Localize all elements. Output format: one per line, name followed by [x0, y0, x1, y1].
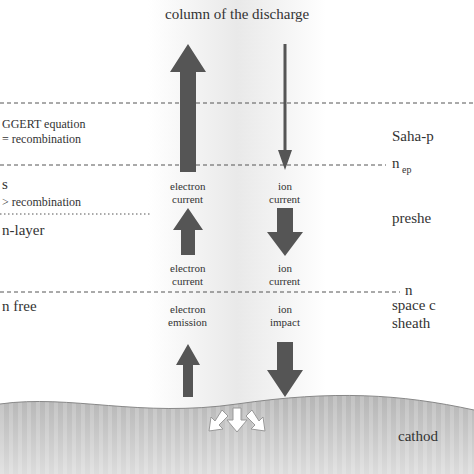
arrow-label: emission — [168, 316, 207, 328]
density-symbol: n — [392, 155, 400, 172]
band-text: s — [2, 176, 8, 193]
arrow-label: current — [269, 193, 300, 205]
arrow-label: ion — [278, 262, 292, 274]
discharge-column — [148, 0, 326, 410]
cathode-label: cathod — [398, 428, 438, 445]
electron-arrow — [170, 44, 206, 172]
boundary-line — [0, 292, 400, 293]
electron-arrow — [173, 208, 203, 255]
arrow-label: current — [172, 275, 203, 287]
density-subscript: ep — [402, 164, 411, 175]
heat-arrows — [209, 408, 265, 432]
density-symbol: n — [405, 282, 413, 299]
band-text: GGERT equation — [2, 118, 85, 131]
arrow-label: impact — [270, 316, 300, 328]
boundary-line — [0, 103, 474, 104]
arrow-label: ion — [278, 180, 292, 192]
ion-arrow — [278, 44, 292, 170]
cathode-texture — [0, 395, 474, 474]
arrow-label: current — [172, 193, 203, 205]
arrow-label: electron — [170, 262, 205, 274]
arrow-label: current — [269, 275, 300, 287]
band-text: n-layer — [2, 222, 44, 239]
band-text: > recombination — [2, 196, 81, 209]
ion-arrow — [267, 342, 303, 397]
dotted-line — [0, 214, 150, 215]
ion-arrow — [267, 208, 303, 256]
region-name: preshe — [392, 210, 431, 227]
cathode-body — [0, 395, 474, 474]
arrow-label: electron — [170, 180, 205, 192]
region-name: Saha-p — [392, 128, 434, 145]
arrow-label: electron — [170, 303, 205, 315]
band-text: = recombination — [2, 133, 81, 146]
electron-arrow — [176, 344, 200, 397]
arrow-label: ion — [278, 303, 292, 315]
region-name: sheath — [392, 315, 430, 332]
column-title: column of the discharge — [165, 6, 309, 23]
region-name: space c — [392, 297, 436, 314]
band-text: n free — [2, 298, 37, 315]
